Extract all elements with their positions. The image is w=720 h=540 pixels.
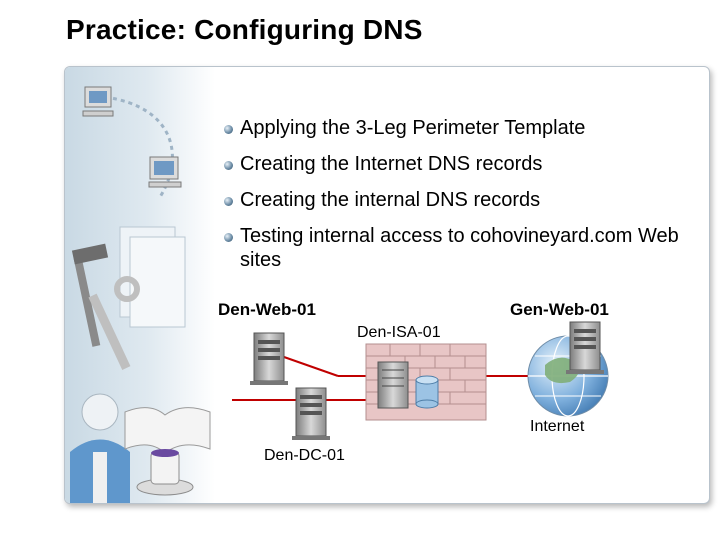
den-isa-label: Den-ISA-01 [357,324,441,341]
database-icon [415,375,439,409]
den-dc-server-icon [292,387,330,440]
isa-server-icon [377,361,409,409]
bullet-item: Applying the 3-Leg Perimeter Template [222,116,692,140]
den-dc-label: Den-DC-01 [264,447,345,464]
computer-icon [82,86,114,117]
bullet-icon [224,233,233,242]
slide-title: Practice: Configuring DNS [66,14,423,45]
gen-web-server-icon [566,321,604,374]
computer-icon [148,156,182,188]
bullet-item: Creating the internal DNS records [222,188,692,212]
bullet-icon [224,197,233,206]
hammer-icon [71,243,109,347]
bullet-icon [224,161,233,170]
bullet-icon [224,125,233,134]
person-icon [70,393,130,503]
internet-label: Internet [530,418,585,435]
bullet-list: Applying the 3-Leg Perimeter Template Cr… [222,116,692,284]
wrench-icon [88,276,140,370]
bullet-item: Creating the Internet DNS records [222,152,692,176]
coffee-cup-icon [136,449,194,496]
bullet-item: Testing internal access to cohovineyard.… [222,224,692,272]
book-icon [124,407,211,454]
gen-web-label: Gen-Web-01 [510,300,609,319]
content-panel [64,66,710,504]
den-web-server-icon [250,332,288,385]
den-web-label: Den-Web-01 [218,300,316,319]
link-den-web [283,356,339,377]
decorative-artwork [65,67,215,503]
